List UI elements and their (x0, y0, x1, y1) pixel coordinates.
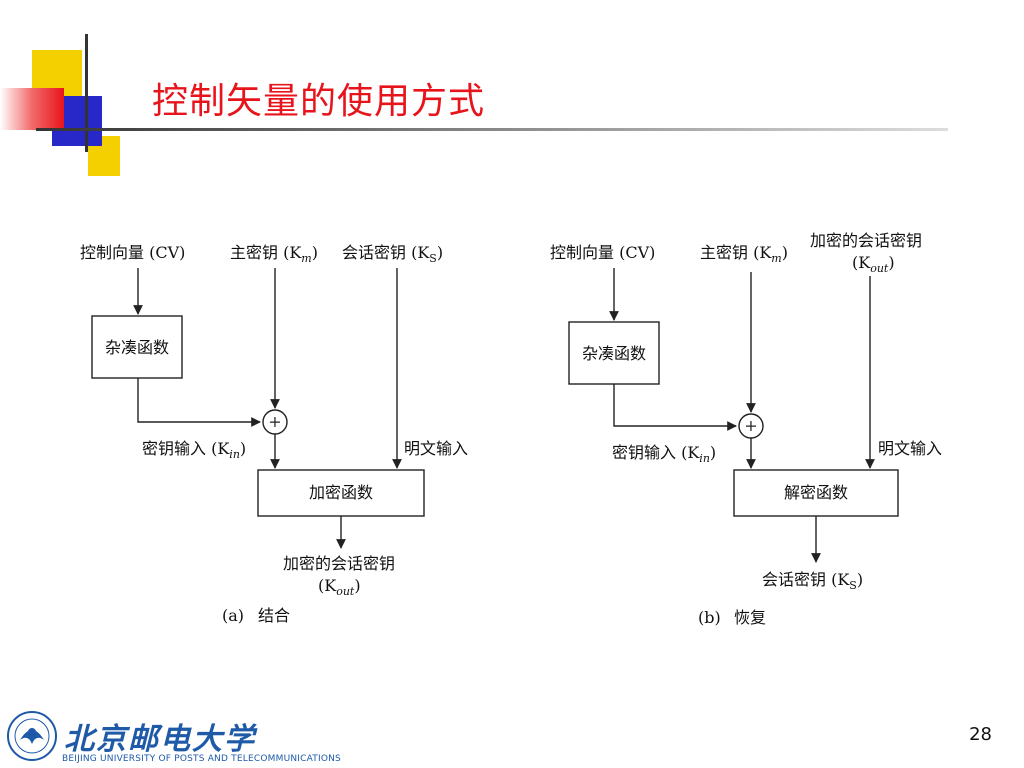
deco-horizontal-line (36, 128, 948, 131)
b-arrow-hash-xor (613, 384, 737, 431)
page-number: 28 (969, 724, 992, 745)
b-xor-plus: + (744, 416, 757, 435)
b-hash-label: 杂凑函数 (582, 344, 646, 363)
deco-vertical-line (85, 34, 88, 152)
b-plaintext-label: 明文输入 (878, 439, 942, 458)
a-func-label: 加密函数 (309, 483, 373, 502)
a-plaintext-label: 明文输入 (404, 439, 468, 458)
a-func-box (257, 469, 425, 517)
b-output-label: 会话密钥 (KS) (762, 570, 863, 592)
b-key-input-label: 密钥输入 (Kin) (612, 443, 716, 465)
b-func-box (733, 469, 899, 517)
a-input-ks: 会话密钥 (KS) (342, 243, 443, 265)
a-caption: 结合 (258, 606, 290, 625)
b-input-cv: 控制向量 (CV) (550, 243, 655, 262)
b-caption-tag: (b) (698, 608, 721, 627)
b-input-enckey-line2: (Kout) (852, 253, 895, 275)
university-logo: 北京邮电大学 BEIJING UNIVERSITY OF POSTS AND T… (4, 706, 341, 766)
a-output-line2: (Kout) (318, 576, 361, 598)
page-title: 控制矢量的使用方式 (152, 81, 486, 122)
b-hash-box (568, 321, 660, 385)
diagram-b: 控制向量 (CV) 主密钥 (Km) 加密的会话密钥 (Kout) 杂凑函数 +… (550, 231, 942, 627)
b-func-label: 解密函数 (784, 483, 848, 502)
a-arrow-hash-xor (137, 378, 261, 427)
a-input-km: 主密钥 (Km) (230, 243, 318, 265)
a-hash-label: 杂凑函数 (105, 338, 169, 357)
a-caption-tag: (a) (222, 606, 244, 625)
b-input-km: 主密钥 (Km) (700, 243, 788, 265)
a-hash-box (91, 315, 183, 379)
a-input-cv: 控制向量 (CV) (80, 243, 185, 262)
university-name-en: BEIJING UNIVERSITY OF POSTS AND TELECOMM… (62, 754, 341, 764)
b-input-enckey-line1: 加密的会话密钥 (810, 231, 922, 250)
a-xor-plus: + (268, 412, 281, 431)
a-key-input-label: 密钥输入 (Kin) (142, 439, 246, 461)
a-output-line1: 加密的会话密钥 (283, 554, 395, 573)
b-caption: 恢复 (734, 608, 766, 627)
university-seal-icon (7, 711, 57, 761)
university-name-cn: 北京邮电大学 (64, 722, 256, 757)
deco-red-bar (0, 88, 64, 130)
diagram-a: 控制向量 (CV) 主密钥 (Km) 会话密钥 (KS) 杂凑函数 + 密钥输入… (80, 243, 468, 625)
